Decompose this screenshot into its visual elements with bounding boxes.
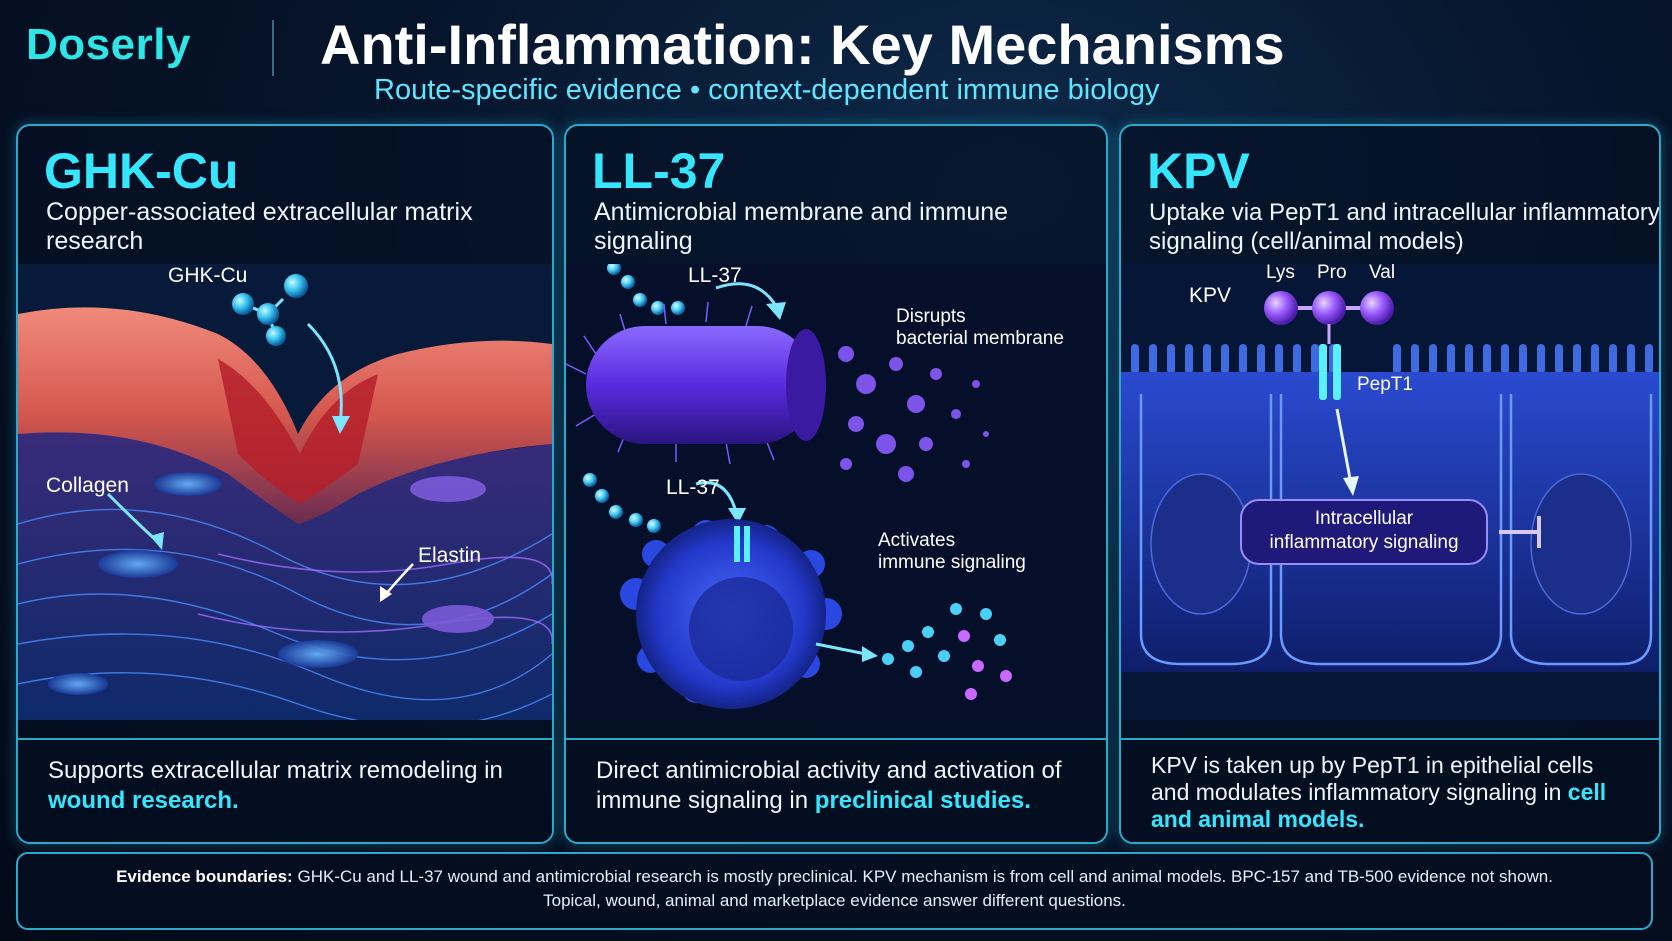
page-title: Anti-Inflammation: Key Mechanisms [320,13,1285,76]
label-ll-37-bottom: LL-37 [666,476,720,499]
label-ghk-cu-molecule: GHK-Cu [168,264,248,287]
bacteria-immune-illustration: LL-37 Disrupts bacterial membrane LL-37 … [566,261,1106,720]
page-subtitle: Route-specific evidence • context-depend… [374,74,1160,106]
logo-divider [272,20,274,76]
evidence-line-1: Evidence boundaries: GHK-Cu and LL-37 wo… [38,865,1631,889]
panel-subtitle: Copper-associated extracellular matrix r… [46,198,473,255]
footer-text: Direct antimicrobial activity and activa… [596,757,1062,814]
footer-highlight: preclinical studies. [814,787,1031,814]
label-intracellular: Intracellular [1314,508,1414,529]
label-kpv: KPV [1189,284,1232,307]
evidence-label: Evidence boundaries: [116,867,293,886]
panel-title: KPV [1147,143,1250,199]
bacteria-graphic [566,261,1106,720]
panel-subtitle: Uptake via PepT1 and intracellular infla… [1149,199,1660,255]
label-bacterial-membrane: bacterial membrane [896,328,1064,349]
footer-highlight: wound research. [48,787,239,814]
label-immune-signaling: immune signaling [878,552,1026,573]
label-activates: Activates [878,530,956,551]
panel-title: GHK-Cu [44,143,239,199]
panel-title: LL-37 [592,143,726,199]
panel-subtitle: Antimicrobial membrane and immune signal… [594,198,1009,255]
panel-footer: KPV is taken up by PepT1 in epithelial c… [1121,738,1659,842]
footer-text: KPV is taken up by PepT1 in epithelial c… [1151,752,1594,805]
footer-highlight: cell and animal models. [1151,779,1607,832]
skin-tissue-illustration: GHK-Cu Collagen Elastin [18,264,552,728]
evidence-text-1: GHK-Cu and LL-37 wound and antimicrobial… [297,867,1553,886]
skin-tissue-graphic [18,264,552,728]
label-pept1: PepT1 [1357,374,1413,395]
epithelial-cell-illustration: KPV Lys Pro Val PepT1 Intracellular infl… [1121,262,1659,720]
label-elastin: Elastin [418,544,482,567]
panel-footer: Supports extracellular matrix remodeling… [18,738,552,842]
label-collagen: Collagen [46,474,129,497]
label-pro: Pro [1317,262,1347,283]
evidence-text-2: Topical, wound, animal and marketplace e… [543,891,1126,910]
label-lys: Lys [1266,262,1295,283]
footer-text: Supports extracellular matrix remodeling… [48,757,503,784]
label-disrupts: Disrupts [896,306,966,327]
label-ll-37-top: LL-37 [688,264,742,287]
panel-ghk-cu: GHK-Cu Copper-associated extracellular m… [16,124,554,844]
epithelium-graphic [1121,264,1659,720]
header: Doserly Anti-Inflammation: Key Mechanism… [0,0,1672,120]
evidence-boundaries: Evidence boundaries: GHK-Cu and LL-37 wo… [16,852,1653,930]
label-inflammatory-signaling: inflammatory signaling [1269,532,1459,553]
label-val: Val [1369,262,1396,283]
panel-footer: Direct antimicrobial activity and activa… [566,738,1106,842]
logo: Doserly [26,20,191,69]
panel-kpv: KPV Uptake via PepT1 and intracellular i… [1119,124,1661,844]
panel-ll-37: LL-37 Antimicrobial membrane and immune … [564,124,1108,844]
